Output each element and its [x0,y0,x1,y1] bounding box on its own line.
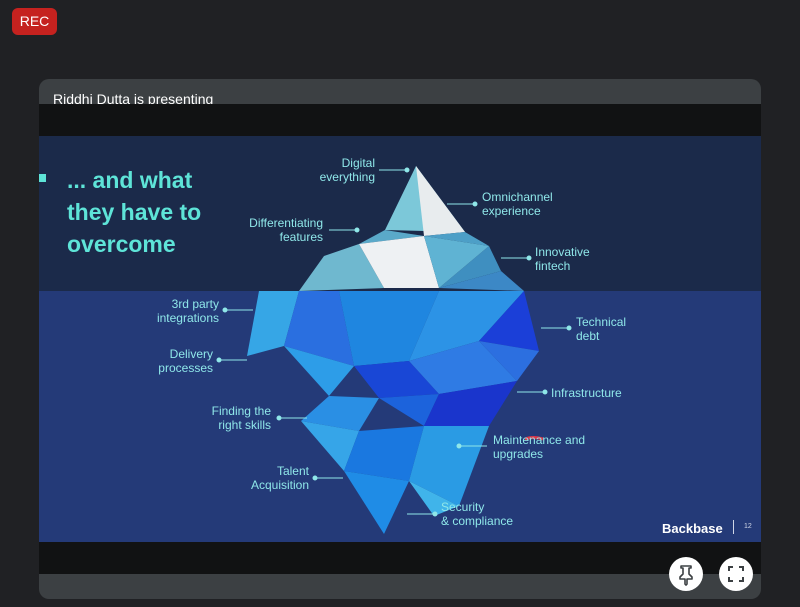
label-innovative-fintech: Innovative fintech [535,245,590,273]
slide-page-number: 12 [744,523,752,530]
label-digital-everything: Digital everything [319,156,375,184]
brand-divider [733,520,734,534]
slide-heading: ... and what they have to overcome [67,167,202,257]
label-infrastructure: Infrastructure [551,386,622,400]
label-security-compliance: Security & compliance [441,500,514,528]
iceberg-graphic [39,136,761,542]
letterbox-top [39,104,761,136]
presenter-label: Riddhi Dutta is presenting [53,91,214,107]
fullscreen-button[interactable] [719,557,753,591]
letterbox-bottom [39,542,761,574]
label-3rd-party-integrations: 3rd party integrations [156,297,219,325]
label-omnichannel-experience: Omnichannel experience [482,190,553,218]
label-technical-debt: Technical debt [576,315,627,343]
label-finding-right-skills: Finding the right skills [211,404,271,432]
heading-bullet [39,174,46,182]
label-delivery-processes: Delivery processes [158,347,213,375]
label-talent-acquisition: Talent Acquisition [250,464,309,492]
backbase-logo: Backbase [662,521,723,536]
pin-icon [679,565,693,586]
pin-button[interactable] [669,557,703,591]
recording-badge: REC [12,8,57,35]
presentation-tile: Riddhi Dutta is presenting [39,79,761,599]
label-differentiating-features: Differentiating features [249,216,323,244]
fullscreen-icon [728,566,744,582]
label-maintenance-upgrades: Maintenance and upgrades [493,433,586,461]
shared-slide: ... and what they have to overcome Digit… [39,136,761,542]
